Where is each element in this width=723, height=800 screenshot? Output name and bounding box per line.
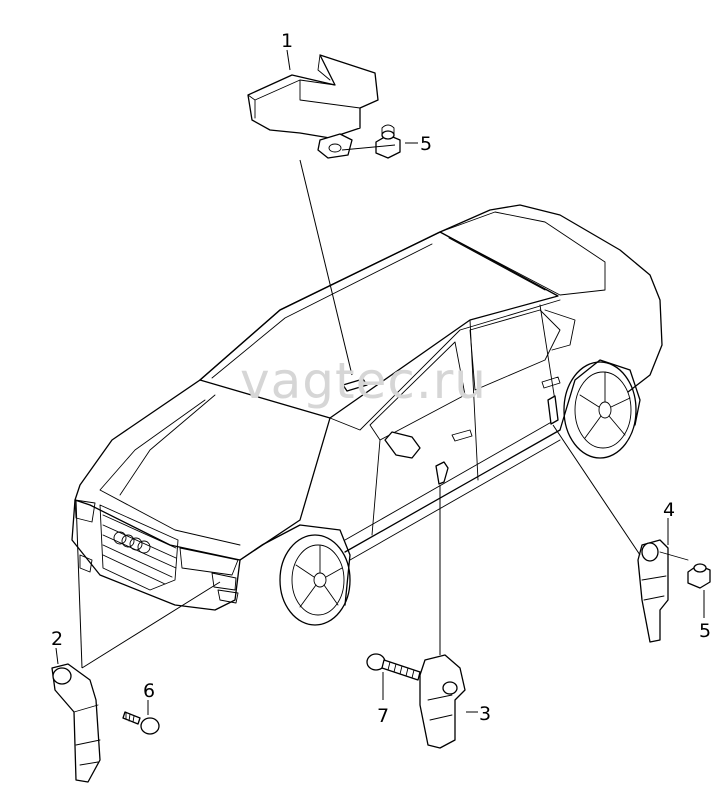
callout-6: 6 [143,680,155,702]
car-illustration [71,204,663,626]
nut-right [687,563,711,589]
callout-4: 4 [663,499,675,521]
screw-7 [366,653,421,681]
nut-top [375,124,401,159]
audi-logo [113,531,151,554]
screw-6 [122,711,160,735]
side-crash-sensor-pillar [637,539,689,643]
callout-3: 3 [479,703,491,725]
callout-1: 1 [281,30,293,52]
callout-7: 7 [377,705,389,727]
front-crash-sensor [51,663,101,783]
callout-5-right: 5 [699,620,711,642]
side-crash-sensor-door [419,654,466,749]
callout-5-top: 5 [420,133,432,155]
leader-lines [55,49,705,715]
airbag-control-unit [247,54,379,159]
callout-2: 2 [51,628,63,650]
watermark-text: vagtec.ru [240,352,487,410]
